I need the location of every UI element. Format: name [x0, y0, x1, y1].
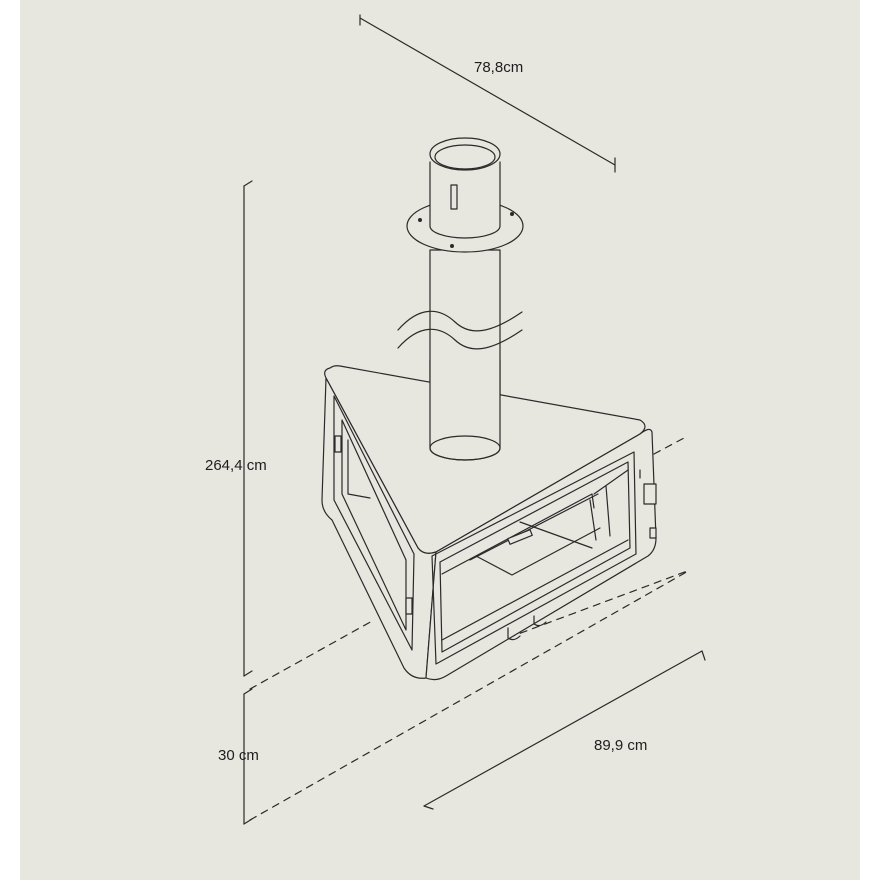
- height-label: 264,4 cm: [205, 457, 267, 474]
- pipe-opening: [429, 137, 501, 171]
- clearance-label: 30 cm: [218, 747, 259, 764]
- depth-label: 78,8cm: [474, 59, 523, 76]
- stove-body: [321, 359, 657, 681]
- height-dimension-line: [243, 180, 253, 677]
- front-door-frame: [431, 451, 637, 665]
- left-door-frame: [333, 395, 415, 651]
- stove-feet: [507, 615, 547, 641]
- door-handle: [643, 483, 657, 505]
- width-dimension-line: [423, 650, 706, 810]
- width-label: 89,9 cm: [594, 737, 647, 754]
- pipe-break-wave: [397, 310, 523, 332]
- depth-dimension-line: [359, 14, 616, 173]
